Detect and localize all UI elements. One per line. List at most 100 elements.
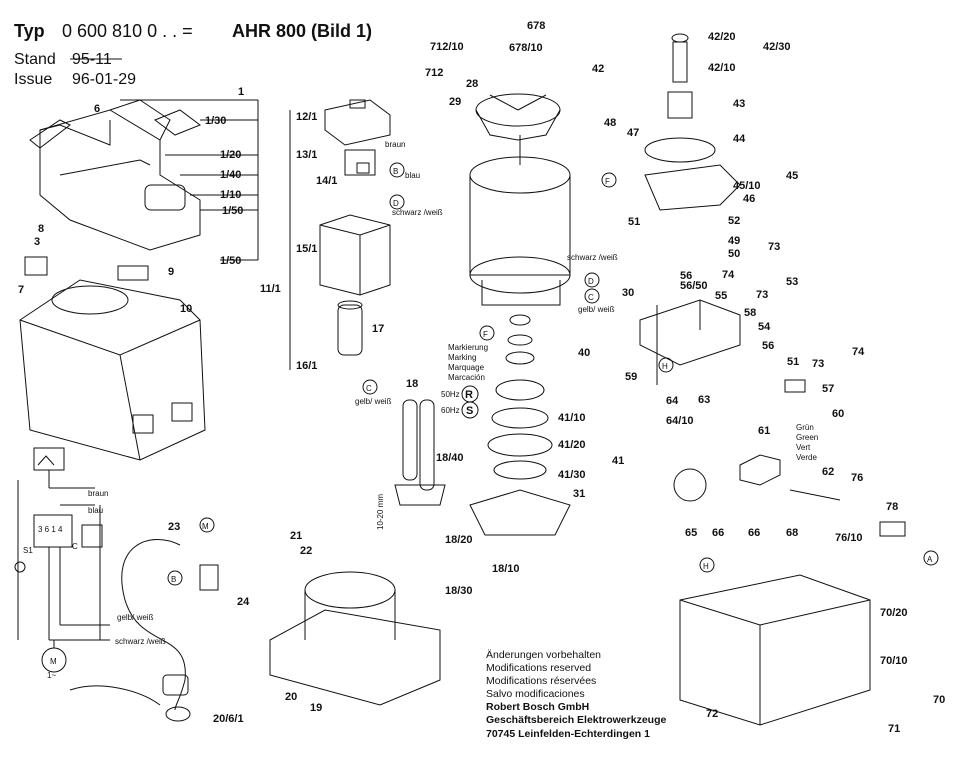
callout-h-2: H <box>703 562 709 571</box>
part-18-10: 18/10 <box>492 563 520 575</box>
color-de: Grün <box>796 423 814 432</box>
part-6: 6 <box>94 103 100 115</box>
footer-address: 70745 Leinfelden-Echterdingen 1 <box>486 728 650 740</box>
part-712: 712 <box>425 67 443 79</box>
footer-line2: Modifications reserved <box>486 662 591 674</box>
motor-base-31 <box>469 489 571 536</box>
part-58: 58 <box>744 307 756 319</box>
part-11-1: 11/1 <box>260 283 281 295</box>
part-74a: 74 <box>722 269 735 281</box>
part-47: 47 <box>627 127 639 139</box>
part-71: 71 <box>888 723 900 735</box>
part-678: 678 <box>527 20 545 32</box>
marking-en: Marking <box>448 353 476 362</box>
part-51: 51 <box>628 216 640 228</box>
part-61: 61 <box>758 425 770 437</box>
housing-lower <box>19 279 206 461</box>
part-49: 49 <box>728 235 740 247</box>
wire-blau: blau <box>88 506 103 515</box>
label-gelb-weiss-2: gelb/ weiß <box>578 305 615 314</box>
part-45-10: 45/10 <box>733 180 761 192</box>
title-number: 0 600 810 0 . . = <box>62 21 193 41</box>
footer-line3: Modifications réservées <box>486 675 596 687</box>
part-65: 65 <box>685 527 697 539</box>
part-9: 9 <box>168 266 174 278</box>
part-17: 17 <box>372 323 384 335</box>
part-18-20: 18/20 <box>445 534 473 546</box>
part-1-40: 1/40 <box>220 169 241 181</box>
callout-d-2: D <box>588 277 594 286</box>
part-31: 31 <box>573 488 585 500</box>
part-19: 19 <box>310 702 322 714</box>
part-3: 3 <box>34 236 40 248</box>
part-50: 50 <box>728 248 740 260</box>
label-blau: blau <box>405 171 420 180</box>
gauge-assembly <box>673 454 906 537</box>
part-66a: 66 <box>712 527 724 539</box>
part-52: 52 <box>728 215 740 227</box>
part-74b: 74 <box>852 346 865 358</box>
pump-manifold <box>639 299 806 393</box>
part-40: 40 <box>578 347 590 359</box>
motor-m: M <box>50 657 57 666</box>
capacitor-block <box>319 214 391 296</box>
part-48: 48 <box>604 117 616 129</box>
part-24: 24 <box>237 596 250 608</box>
color-en: Green <box>796 433 818 442</box>
title-model: AHR 800 (Bild 1) <box>232 21 372 41</box>
part-29: 29 <box>449 96 461 108</box>
wire-braun: braun <box>88 489 108 498</box>
title-typ: Typ <box>14 21 45 41</box>
callout-b-2: B <box>171 575 176 584</box>
callouts: B D C D C F F H H A M B R S <box>167 162 939 586</box>
part-20: 20 <box>285 691 297 703</box>
power-cord <box>69 539 219 722</box>
part-42-30: 42/30 <box>763 41 791 53</box>
freq-50hz: 50Hz <box>441 390 460 399</box>
part-1: 1 <box>238 86 244 98</box>
part-76: 76 <box>851 472 863 484</box>
part-41: 41 <box>612 455 624 467</box>
part-46: 46 <box>743 193 755 205</box>
part-56-50: 56/50 <box>680 280 708 292</box>
part-55: 55 <box>715 290 727 302</box>
part-10: 10 <box>180 303 192 315</box>
callout-s: S <box>466 405 473 417</box>
footer: Änderungen vorbehalten Modifications res… <box>486 649 666 740</box>
stand-label: Stand <box>14 51 56 68</box>
part-70: 70 <box>933 694 945 706</box>
switch-terminals: 3 6 1 4 <box>38 525 63 534</box>
label-gelb-weiss: gelb/ weiß <box>355 397 392 406</box>
motor-rings <box>487 407 553 480</box>
part-62: 62 <box>822 466 834 478</box>
part-76-10: 76/10 <box>835 532 863 544</box>
label-schwarz-weiss-2: schwarz /weiß <box>567 253 618 262</box>
motor-stator <box>469 135 571 306</box>
motor-bearings <box>495 314 545 401</box>
part-14-1: 14/1 <box>316 175 337 187</box>
wire-gelb-weiss: gelb/ weiß <box>117 613 154 622</box>
marking-es: Marcación <box>448 373 485 382</box>
footer-company: Robert Bosch GmbH <box>486 701 589 713</box>
part-18-tubes <box>394 399 446 506</box>
part-1-30-cover <box>153 109 202 136</box>
issue-label: Issue <box>14 71 52 88</box>
capacitor-c: C <box>72 542 78 551</box>
part-678-10: 678/10 <box>509 42 543 54</box>
motor-fan <box>475 93 561 141</box>
part-15-1: 15/1 <box>296 243 317 255</box>
callout-h-1: H <box>662 362 668 371</box>
part-30: 30 <box>622 287 634 299</box>
callout-f-2: F <box>605 177 610 186</box>
part-12-1: 12/1 <box>296 111 317 123</box>
part-73b: 73 <box>756 289 768 301</box>
color-es: Verde <box>796 453 817 462</box>
part-1-50a: 1/50 <box>222 205 243 217</box>
part-42-20: 42/20 <box>708 31 736 43</box>
base-tray-19 <box>269 571 441 706</box>
freq-60hz: 60Hz <box>441 406 460 415</box>
part-1-50b: 1/50 <box>220 255 241 267</box>
color-fr: Vert <box>796 443 811 452</box>
callout-a: A <box>927 555 933 564</box>
